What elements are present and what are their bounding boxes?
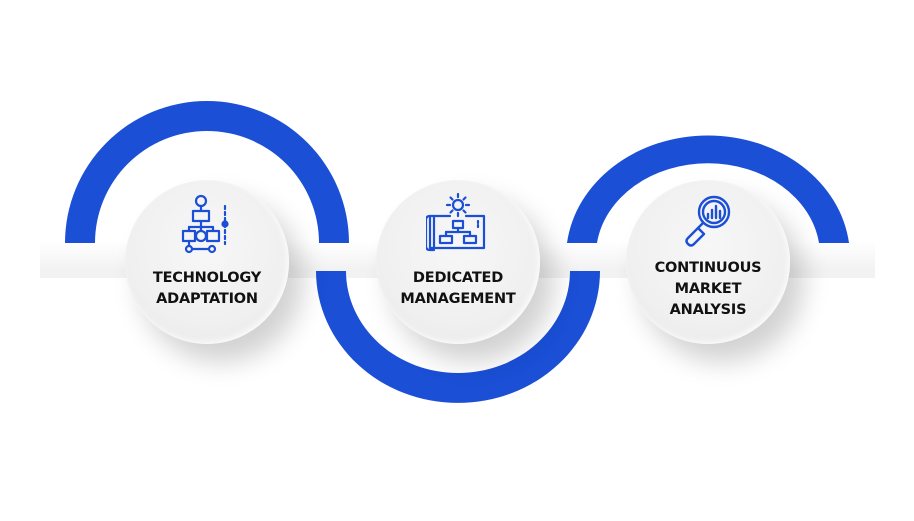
label-line: TECHNOLOGY: [152, 270, 262, 286]
step-circle-continuous-market-analysis: CONTINUOUS MARKET ANALYSIS: [626, 180, 790, 344]
step-circle-technology-adaptation: TECHNOLOGY ADAPTATION: [125, 180, 289, 344]
step-label: DEDICATED MANAGEMENT: [376, 268, 540, 310]
magnifier-chart-icon: [680, 192, 736, 253]
flowchart-icon: [177, 194, 237, 259]
label-line: DEDICATED: [412, 270, 504, 286]
label-line: ADAPTATION: [156, 291, 258, 307]
label-line: CONTINUOUS: [654, 260, 762, 276]
arc-top-left: [65, 101, 349, 243]
blueprint-gear-icon: [424, 192, 490, 257]
step-label: TECHNOLOGY ADAPTATION: [125, 268, 289, 310]
arc-bottom-middle: [316, 271, 600, 403]
label-line: MANAGEMENT: [400, 291, 516, 307]
label-line: ANALYSIS: [669, 302, 747, 318]
step-circle-dedicated-management: DEDICATED MANAGEMENT: [376, 180, 540, 344]
label-line: MARKET: [674, 281, 742, 297]
arc-top-right: [567, 135, 849, 243]
step-label: CONTINUOUS MARKET ANALYSIS: [626, 258, 790, 321]
